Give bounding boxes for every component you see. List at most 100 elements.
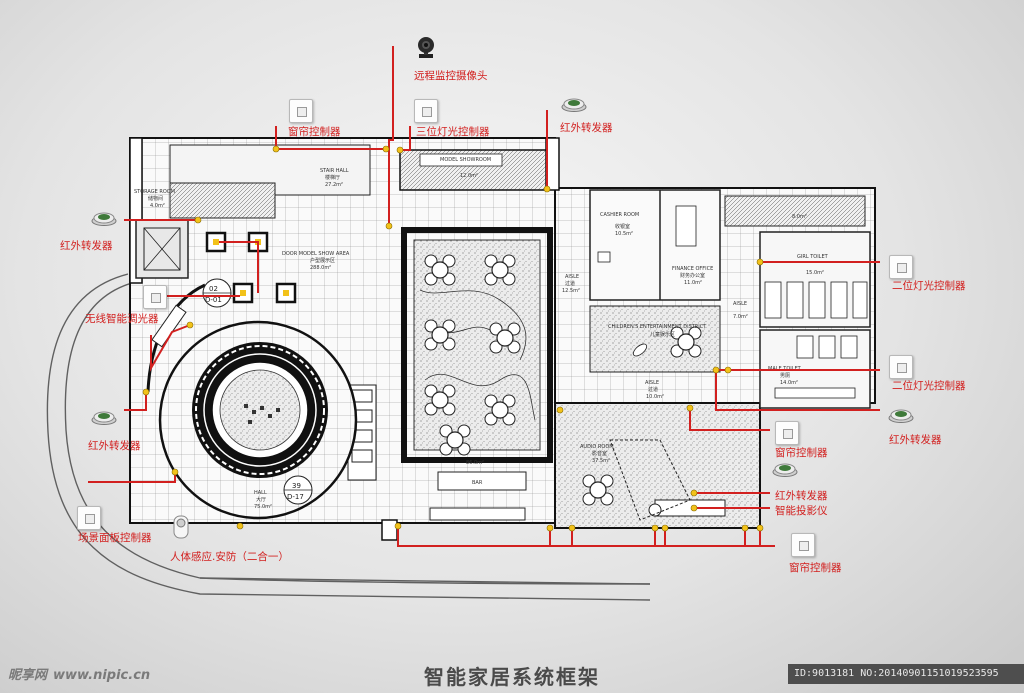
svg-text:楼梯厅: 楼梯厅 [325,174,340,181]
curtain-controller-icon [775,421,799,445]
label-dimmer: 无线智能调光器 [85,313,159,325]
label-light3-top: 三位灯光控制器 [416,126,490,138]
round-table [484,254,516,286]
scene-panel-icon [77,506,101,530]
svg-text:过道: 过道 [648,386,658,393]
room-entertain: CHILDREN'S ENTERTAINMENT DISTRICT [608,324,707,330]
table-group [424,254,702,506]
curtain-controller-icon [791,533,815,557]
light3-controller-icon [414,99,438,123]
svg-text:大厅: 大厅 [256,496,266,503]
svg-text:D-17: D-17 [287,493,304,501]
svg-text:02: 02 [209,285,218,293]
label-scene-panel: 场景面板控制器 [78,532,152,544]
dimmer-icon [143,285,167,309]
room-cashier: CASHIER ROOM [600,212,639,218]
motion-sensor-icon [173,515,189,539]
label-curtain-bottom: 窗帘控制器 [789,562,842,574]
round-table [424,319,456,351]
svg-text:过道: 过道 [565,280,575,287]
label-curtain-right: 窗帘控制器 [775,447,828,459]
round-table [670,326,702,358]
table-top [491,401,509,419]
svg-text:收银室: 收银室 [615,223,630,230]
table-top [431,261,449,279]
room-aisle-low: AISLE [645,380,659,386]
page-title: 智能家居系统框架 [424,665,600,689]
table-top [496,329,514,347]
table-top [431,391,449,409]
label-light2-lower: 二位灯光控制器 [892,380,966,392]
curtain-controller-icon [289,99,313,123]
watermark: 昵享网 www.nipic.cn [8,668,151,683]
svg-text:8.0m²: 8.0m² [792,214,807,220]
svg-text:15.0m²: 15.0m² [806,270,824,276]
image-id-bar: ID:9013181 NO:20140901151019523595 [788,664,1024,684]
svg-text:户型展示区: 户型展示区 [310,257,335,264]
label-ir-left: 红外转发器 [60,240,113,252]
round-table [582,474,614,506]
bar-counter [437,471,527,491]
entertainment [589,305,721,373]
room-model-show: MODEL SHOWROOM [440,157,491,163]
svg-text:39: 39 [292,482,301,490]
svg-text:4.0m²: 4.0m² [150,203,165,209]
room-storage: STORAGE ROOM [134,189,175,195]
label-motion-sensor: 人体感应.安防（二合一） [170,551,289,563]
section-tags: 02 D-01 39 D-17 [202,278,313,505]
svg-text:储物间: 储物间 [148,195,163,202]
svg-text:14.0m²: 14.0m² [780,380,798,386]
ir-transmitter-icon [561,98,587,112]
table-top [589,481,607,499]
table-top [677,333,695,351]
label-ir-right: 红外转发器 [889,434,942,446]
svg-text:12.5m²: 12.5m² [562,288,580,294]
table-top [491,261,509,279]
room-aisle-vert: AISLE [733,301,747,307]
ir-transmitter-icon [91,411,117,425]
table-top [446,431,464,449]
room-aisle-mid: AISLE [565,274,579,280]
room-hall: HALL [254,490,267,496]
round-table [439,424,471,456]
label-ir-audio: 红外转发器 [775,490,828,502]
room-stair: STAIR HALL [320,168,349,174]
room-audio: AUDIO ROOM [580,444,614,450]
label-camera: 远程监控摄像头 [414,70,488,82]
cashier-finance [589,189,721,301]
svg-text:儿童娱乐区: 儿童娱乐区 [650,331,675,338]
ir-transmitter-icon [888,409,914,423]
label-projector: 智能投影仪 [775,505,828,517]
svg-text:7.0m²: 7.0m² [733,314,748,320]
round-table [424,384,456,416]
svg-text:11.0m²: 11.0m² [684,280,702,286]
room-girl-toilet: GIRL TOILET [797,254,829,260]
svg-text:财务办公室: 财务办公室 [680,272,705,279]
svg-text:75.0m²: 75.0m² [254,504,272,510]
label-ir-left-lower: 红外转发器 [88,440,141,452]
wiring [88,46,880,547]
svg-text:288.0m²: 288.0m² [310,265,331,271]
round-hall [158,320,358,520]
svg-text:男厕: 男厕 [780,373,790,379]
round-table [484,394,516,426]
light2-controller-icon [889,355,913,379]
svg-text:D-01: D-01 [205,296,222,304]
ir-transmitter-icon [91,212,117,226]
ir-transmitter-icon [772,463,798,477]
light2-controller-icon [889,255,913,279]
room-lounge-area: 86.0m² [466,460,484,466]
label-curtain-top: 窗帘控制器 [288,126,341,138]
svg-text:10.0m²: 10.0m² [646,394,664,400]
room-finance: FINANCE OFFICE [672,266,713,272]
label-light2-upper: 二位灯光控制器 [892,280,966,292]
round-table [489,322,521,354]
svg-text:10.5m²: 10.5m² [615,231,633,237]
label-ir-top: 红外转发器 [560,122,613,134]
round-table [424,254,456,286]
table-top [431,326,449,344]
road-curves [46,273,651,601]
room-bar: BAR [472,480,483,486]
lounge-frame [401,227,553,463]
